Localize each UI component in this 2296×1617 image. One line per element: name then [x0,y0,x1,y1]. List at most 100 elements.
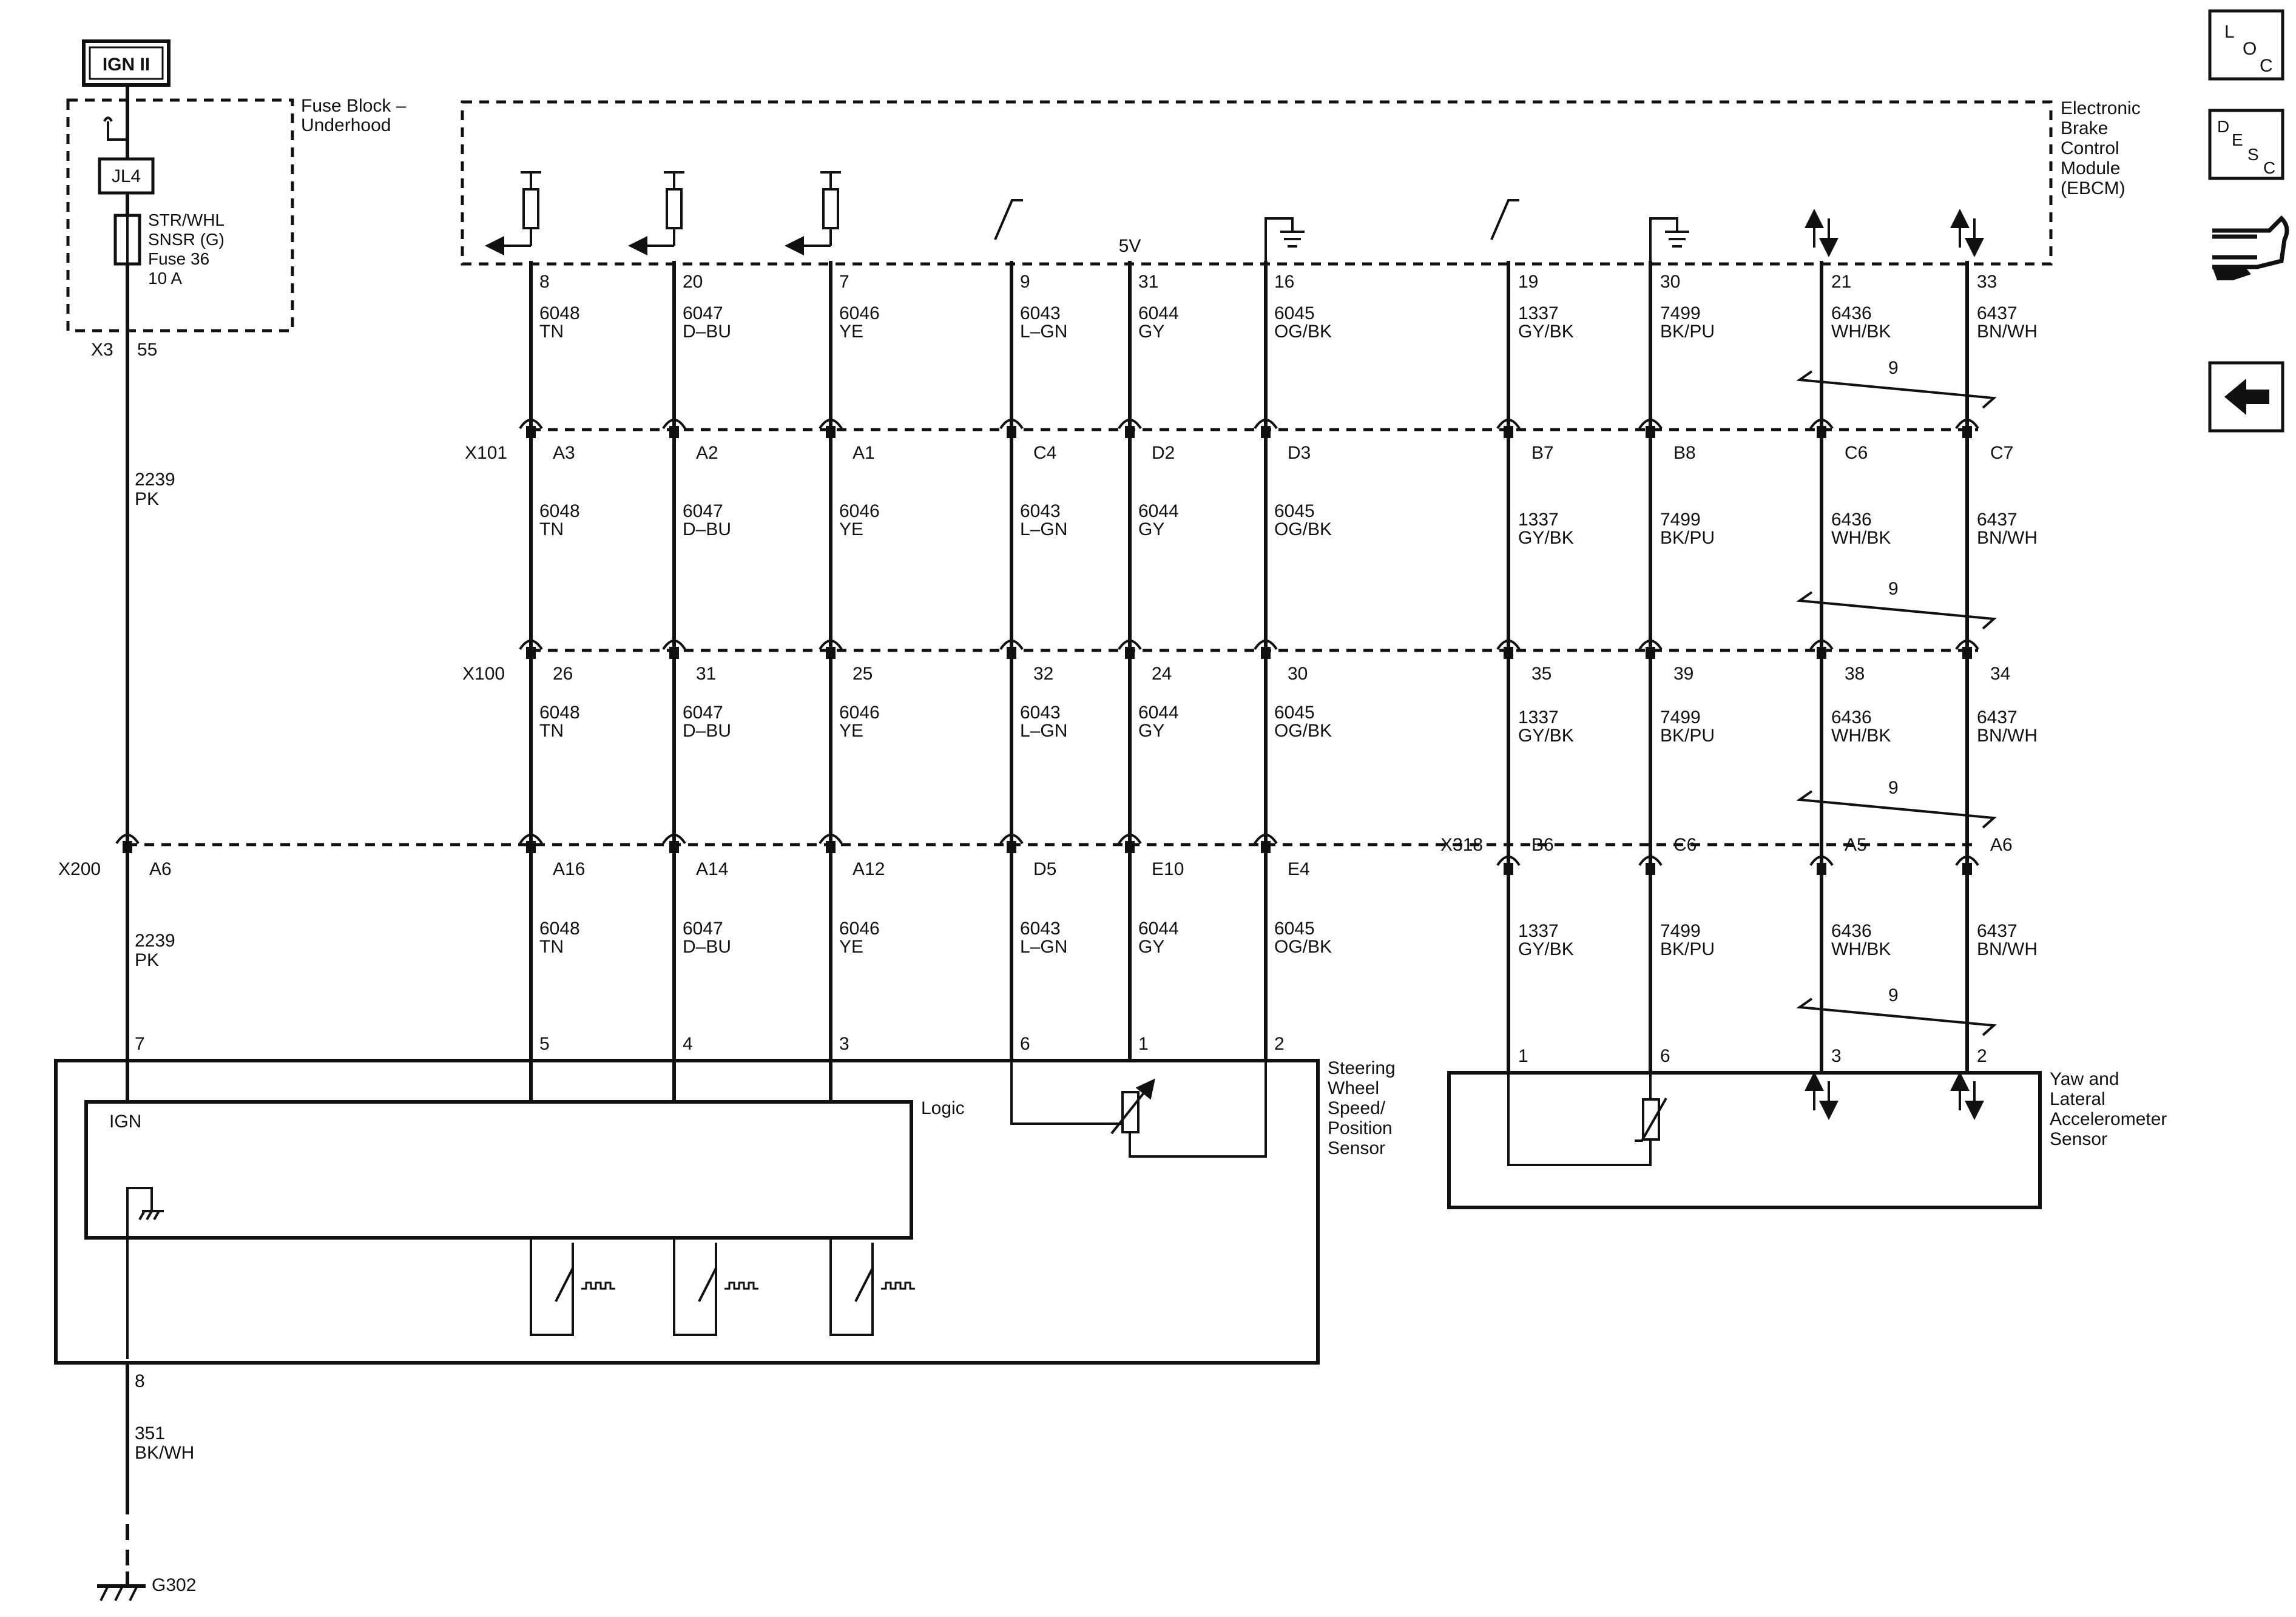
wire-color: TN [539,937,564,957]
ebcm-pin: 8 [539,272,550,292]
svg-text:O: O [2243,39,2257,59]
sensor-pin: 5 [539,1034,550,1054]
twisted-pair-label: 9 [1888,985,1899,1005]
wire-color: YE [839,721,863,741]
connector-pin-cup [999,419,1024,430]
svg-text:X101: X101 [465,443,507,463]
connector-pin-cup [819,419,843,430]
svg-text:10 A: 10 A [148,269,182,288]
connector-pin-cup [662,419,686,430]
circuit-number: 6045 [1274,919,1315,939]
twisted-pair-marker: 9 [1796,985,1997,1036]
circuit-number: 6045 [1274,703,1315,723]
svg-text:X318: X318 [1440,835,1483,855]
x101-pin: B7 [1531,443,1554,463]
svg-text:STR/WHL: STR/WHL [148,211,225,229]
ebcm-pin: 19 [1518,272,1538,292]
svg-text:Module: Module [2061,158,2120,178]
wire-color: GY [1138,519,1164,539]
svg-text:Brake: Brake [2061,118,2108,138]
circuit-number: 6044 [1138,703,1179,723]
desc-button[interactable]: D E S C [2208,109,2284,180]
circuit-number: 6437 [1977,303,2017,323]
loc-button[interactable]: L O C [2208,9,2284,81]
svg-text:Logic: Logic [921,1098,965,1118]
ground-wire-351: 351 BK/WH G302 [97,1363,196,1601]
connector-pin-dot [1504,426,1513,438]
circuit-number: 6047 [683,703,723,723]
svg-text:Wheel: Wheel [1328,1078,1379,1098]
wire-color: OG/BK [1274,519,1332,539]
svg-text:351: 351 [135,1423,165,1443]
connector-pin-cup [1809,419,1834,430]
circuit-number: 6043 [1020,501,1061,521]
connector-pin-cup [819,640,843,650]
fuse-block-underhood: Fuse Block – Underhood JL4 STR/WHL SNSR … [66,85,407,360]
circuit-number: 6046 [839,919,880,939]
connector-pin-cup [1118,419,1142,430]
circuit-number: 7499 [1660,707,1701,727]
circuit-number: 6047 [683,919,723,939]
power-wire-x200-pin [115,834,140,853]
wire-color: D–BU [683,519,731,539]
wire-color: D–BU [683,721,731,741]
connector-pin-cup [1496,419,1521,430]
svg-text:Accelerometer: Accelerometer [2050,1109,2167,1129]
connector-pin-dot [669,841,679,853]
x200-pin: A12 [853,859,885,879]
circuit-number: 6048 [539,703,580,723]
sensor-pin: 3 [839,1034,849,1054]
connector-pin-dot [1125,841,1135,853]
yaw-circuit-7499: 307499BK/PUB87499BK/PU397499BK/PUC67499B… [1638,261,1715,1073]
yaw-lateral-sensor: Yaw and Lateral Accelerometer Sensor [1447,1069,2167,1209]
circuit-wires: 86048TNA36048TN266048TNA166048TN5206047D… [115,261,2038,1102]
sensor-pin: 6 [1660,1046,1670,1066]
circuit-number: 6045 [1274,303,1315,323]
yaw-circuit-6436: 216436WH/BKC66436WH/BK386436WH/BKA56436W… [1809,261,1891,1073]
wire-color: BN/WH [1977,726,2038,746]
x100-pin: 24 [1152,664,1172,684]
connector-pin-cup [519,419,543,430]
x101-pin: A3 [553,443,575,463]
circuit-number: 6044 [1138,919,1179,939]
connector-pin-cup [519,640,543,650]
connector-pin-dot [1646,863,1655,875]
svg-text:(EBCM): (EBCM) [2061,178,2125,198]
svg-text:X200: X200 [58,859,101,879]
wire-color: OG/BK [1274,322,1332,342]
steering-circuit-6047: 206047D–BUA26047D–BU316047D–BUA146047D–B… [662,261,731,1102]
connector-pin-dot [1007,841,1016,853]
circuit-number: 6436 [1831,707,1872,727]
wire-color: L–GN [1020,721,1067,741]
wire-color: GY/BK [1518,528,1574,548]
connector-pin-cup [662,640,686,650]
connector-info-icon[interactable] [2212,215,2289,280]
svg-text:BK/WH: BK/WH [135,1443,194,1463]
connector-pin-dot [1261,426,1271,438]
circuit-number: 1337 [1518,510,1559,530]
connector-pin-cup [1118,834,1142,845]
circuit-number: 6044 [1138,501,1179,521]
connector-pin-dot [1962,863,1972,875]
circuit-number: 6046 [839,703,880,723]
x100-pin: 30 [1288,664,1308,684]
x101-pin: A1 [853,443,875,463]
connector-pin-dot [669,426,679,438]
back-arrow-button[interactable] [2208,361,2284,433]
x101-pin: A2 [696,443,718,463]
twisted-pair-label: 9 [1888,778,1899,798]
connector-pin-cup [1809,640,1834,650]
connector-pin-dot [1125,426,1135,438]
connector-pin-dot [1817,863,1826,875]
connector-pin-cup [1118,640,1142,650]
svg-text:L: L [2224,22,2235,42]
circuit-number: 6436 [1831,921,1872,941]
connector-pin-cup [1254,419,1278,430]
wire-color: WH/BK [1831,528,1891,548]
wire-color: GY [1138,937,1164,957]
twisted-pair-marker: 9 [1796,579,1997,630]
circuit-number: 6048 [539,501,580,521]
x100-pin: 35 [1531,664,1551,684]
sensor-pin: 2 [1977,1046,1987,1066]
